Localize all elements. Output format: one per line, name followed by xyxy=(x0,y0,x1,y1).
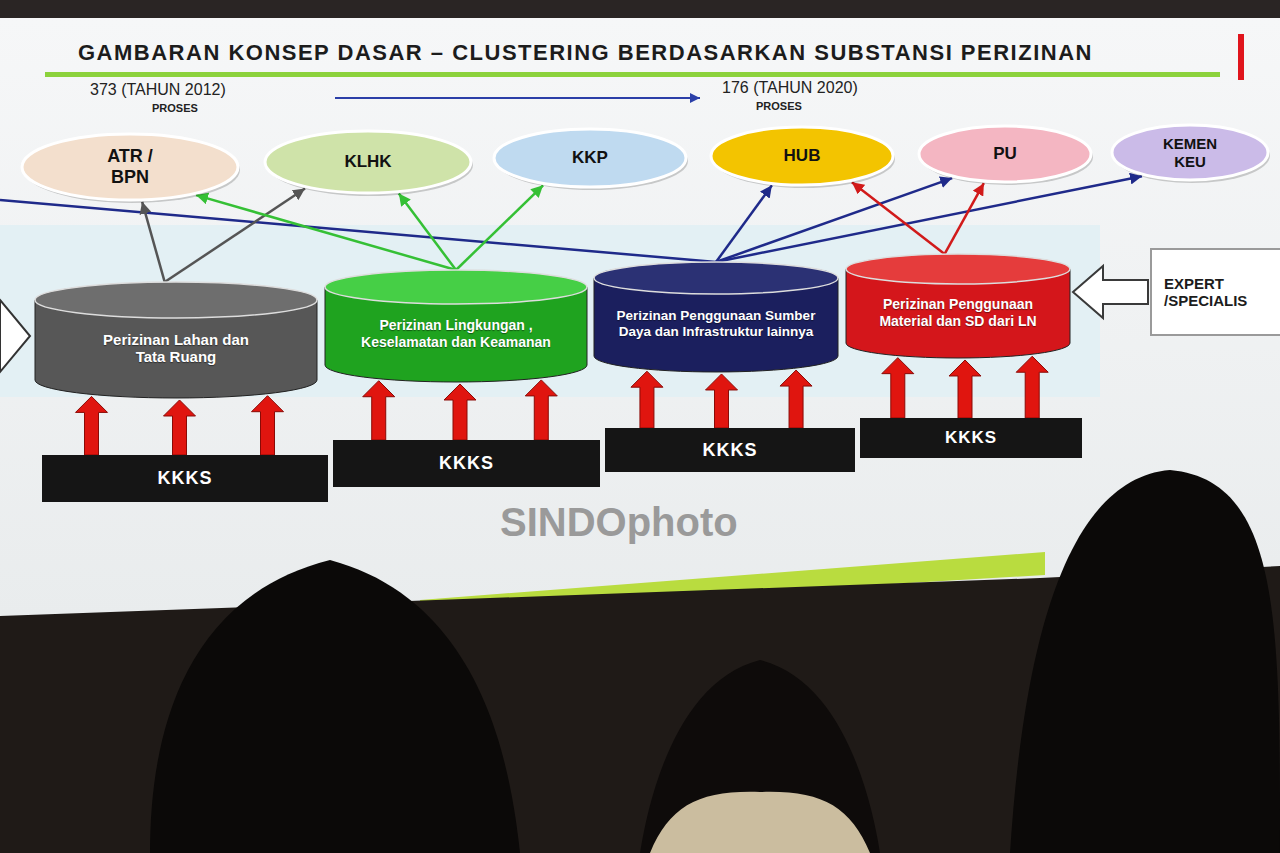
audience-silhouette xyxy=(150,560,520,853)
oval-fill xyxy=(1112,125,1268,180)
link-line xyxy=(852,182,945,254)
link-line xyxy=(399,194,456,270)
offscreen-line xyxy=(0,200,716,262)
link-line xyxy=(716,178,952,262)
kkks-bar: KKKS xyxy=(42,455,328,502)
label-slot: PROSES xyxy=(152,102,198,114)
hollow-arrow xyxy=(1073,266,1148,318)
title-slot: GAMBARAN KONSEP DASAR – CLUSTERING BERDA… xyxy=(78,40,1093,66)
process-count: 176 (TAHUN 2020) xyxy=(722,79,858,97)
node-label: Perizinan Penggunaan Sumber Daya dan Inf… xyxy=(614,308,819,339)
kkks-bar: KKKS xyxy=(860,418,1082,458)
ministry-oval: KLHK xyxy=(263,129,473,195)
node-label: KKKS xyxy=(157,468,212,489)
node-label: Perizinan Lingkungan , Keselamatan dan K… xyxy=(356,317,556,349)
reduction-arrow xyxy=(335,97,700,99)
link-line xyxy=(716,176,1142,262)
node-label: Perizinan Penggunaan Material dan SD dar… xyxy=(861,296,1056,328)
title-underline xyxy=(45,72,1220,77)
ministry-oval: ATR / BPN xyxy=(20,132,240,202)
node-label: ATR / BPN xyxy=(95,146,165,187)
block-arrows xyxy=(882,356,1048,418)
link-line xyxy=(945,183,984,254)
oval-fill xyxy=(494,129,686,187)
diagram-title: GAMBARAN KONSEP DASAR – CLUSTERING BERDA… xyxy=(78,40,1093,66)
block-arrows xyxy=(76,396,284,455)
node-label: Perizinan Lahan dan Tata Ruang xyxy=(101,331,251,366)
node-label: KKKS xyxy=(702,440,757,461)
left-chevron xyxy=(0,300,30,372)
label-slot: 373 (TAHUN 2012) xyxy=(90,81,226,99)
cylinder-top xyxy=(846,254,1070,284)
permit-cylinder: Perizinan Penggunaan Sumber Daya dan Inf… xyxy=(594,262,838,372)
ministry-oval: KKP xyxy=(492,127,688,189)
cylinder-top xyxy=(325,270,587,304)
process-count: PROSES xyxy=(756,100,802,112)
block-arrows xyxy=(363,380,558,440)
audience-silhouette xyxy=(1010,470,1280,853)
screen-bezel xyxy=(0,0,1280,18)
kkks-bar: KKKS xyxy=(333,440,600,487)
watermark: SINDOphoto xyxy=(500,500,738,545)
permit-cylinder: Perizinan Lahan dan Tata Ruang xyxy=(35,282,317,398)
kkks-bar: KKKS xyxy=(605,428,855,472)
oval-fill xyxy=(265,131,471,193)
process-count: 373 (TAHUN 2012) xyxy=(90,81,226,99)
pale-band xyxy=(0,225,1100,397)
link-line xyxy=(142,202,165,282)
block-arrows xyxy=(631,370,812,428)
node-label: KLHK xyxy=(344,152,391,172)
link-line xyxy=(456,185,543,270)
ministry-oval: HUB xyxy=(709,125,895,187)
node-label: EXPERT /SPECIALIS xyxy=(1164,275,1274,310)
permit-cylinder: Perizinan Penggunaan Material dan SD dar… xyxy=(846,254,1070,358)
permit-cylinder: Perizinan Lingkungan , Keselamatan dan K… xyxy=(325,270,587,382)
oval-fill xyxy=(22,134,238,200)
node-label: KKKS xyxy=(439,453,494,474)
ministry-oval: KEMEN KEU xyxy=(1110,123,1270,182)
cylinder-top xyxy=(35,282,317,318)
node-label: HUB xyxy=(784,146,821,166)
link-line xyxy=(196,195,456,270)
oval-fill xyxy=(919,126,1091,182)
expert-box: EXPERT /SPECIALIS xyxy=(1150,248,1280,336)
red-accent-bar xyxy=(1238,34,1244,80)
node-label: KKP xyxy=(572,148,608,168)
ministry-oval: PU xyxy=(917,124,1093,184)
node-label: KKKS xyxy=(945,428,997,448)
label-slot: SINDOphoto xyxy=(500,500,738,545)
label-slot: 176 (TAHUN 2020) xyxy=(722,79,858,97)
audience-silhouette xyxy=(640,660,880,853)
oval-fill xyxy=(711,127,893,185)
link-line xyxy=(165,189,305,283)
label-slot: PROSES xyxy=(756,100,802,112)
audience-shirt xyxy=(650,792,870,853)
cylinder-top xyxy=(594,262,838,294)
node-label: KEMEN KEU xyxy=(1155,135,1225,170)
process-count: PROSES xyxy=(152,102,198,114)
link-line xyxy=(716,185,772,262)
node-label: PU xyxy=(993,144,1017,164)
